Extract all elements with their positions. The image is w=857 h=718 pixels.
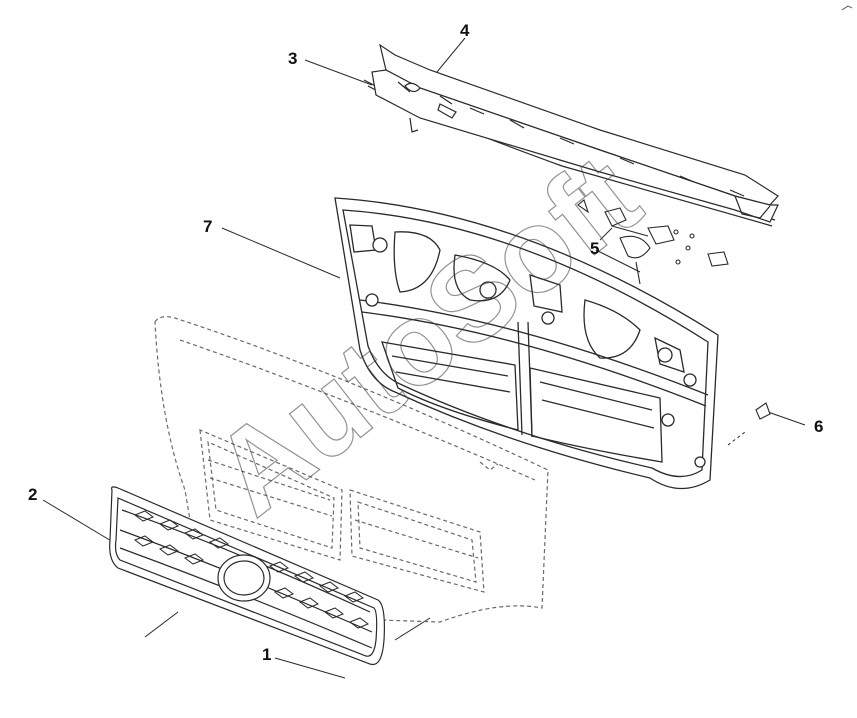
leader-line-5 xyxy=(599,227,613,241)
callout-7: 7 xyxy=(203,217,213,236)
leader-line-1 xyxy=(274,657,346,679)
leader-line-3 xyxy=(304,59,373,86)
callout-1: 1 xyxy=(262,645,272,664)
callout-2: 2 xyxy=(28,485,38,504)
callout-4: 4 xyxy=(460,21,470,40)
part-6-plug xyxy=(755,402,771,420)
corner-mark xyxy=(841,5,853,11)
leader-line-grille-left xyxy=(144,611,179,638)
leader-line-panel-right xyxy=(727,431,746,446)
callout-6: 6 xyxy=(814,417,824,436)
leader-line-6 xyxy=(767,411,806,426)
leader-line-2 xyxy=(42,499,119,546)
part-4-cross-member xyxy=(371,43,779,223)
part-2-grille xyxy=(109,486,385,666)
phantom-outer-cover xyxy=(154,316,549,623)
callout-3: 3 xyxy=(288,49,298,68)
part-7-front-panel xyxy=(334,197,719,490)
emblem-icon xyxy=(217,554,271,602)
leader-lines xyxy=(42,37,806,679)
leader-line-7 xyxy=(221,227,341,279)
callout-5: 5 xyxy=(590,239,600,258)
